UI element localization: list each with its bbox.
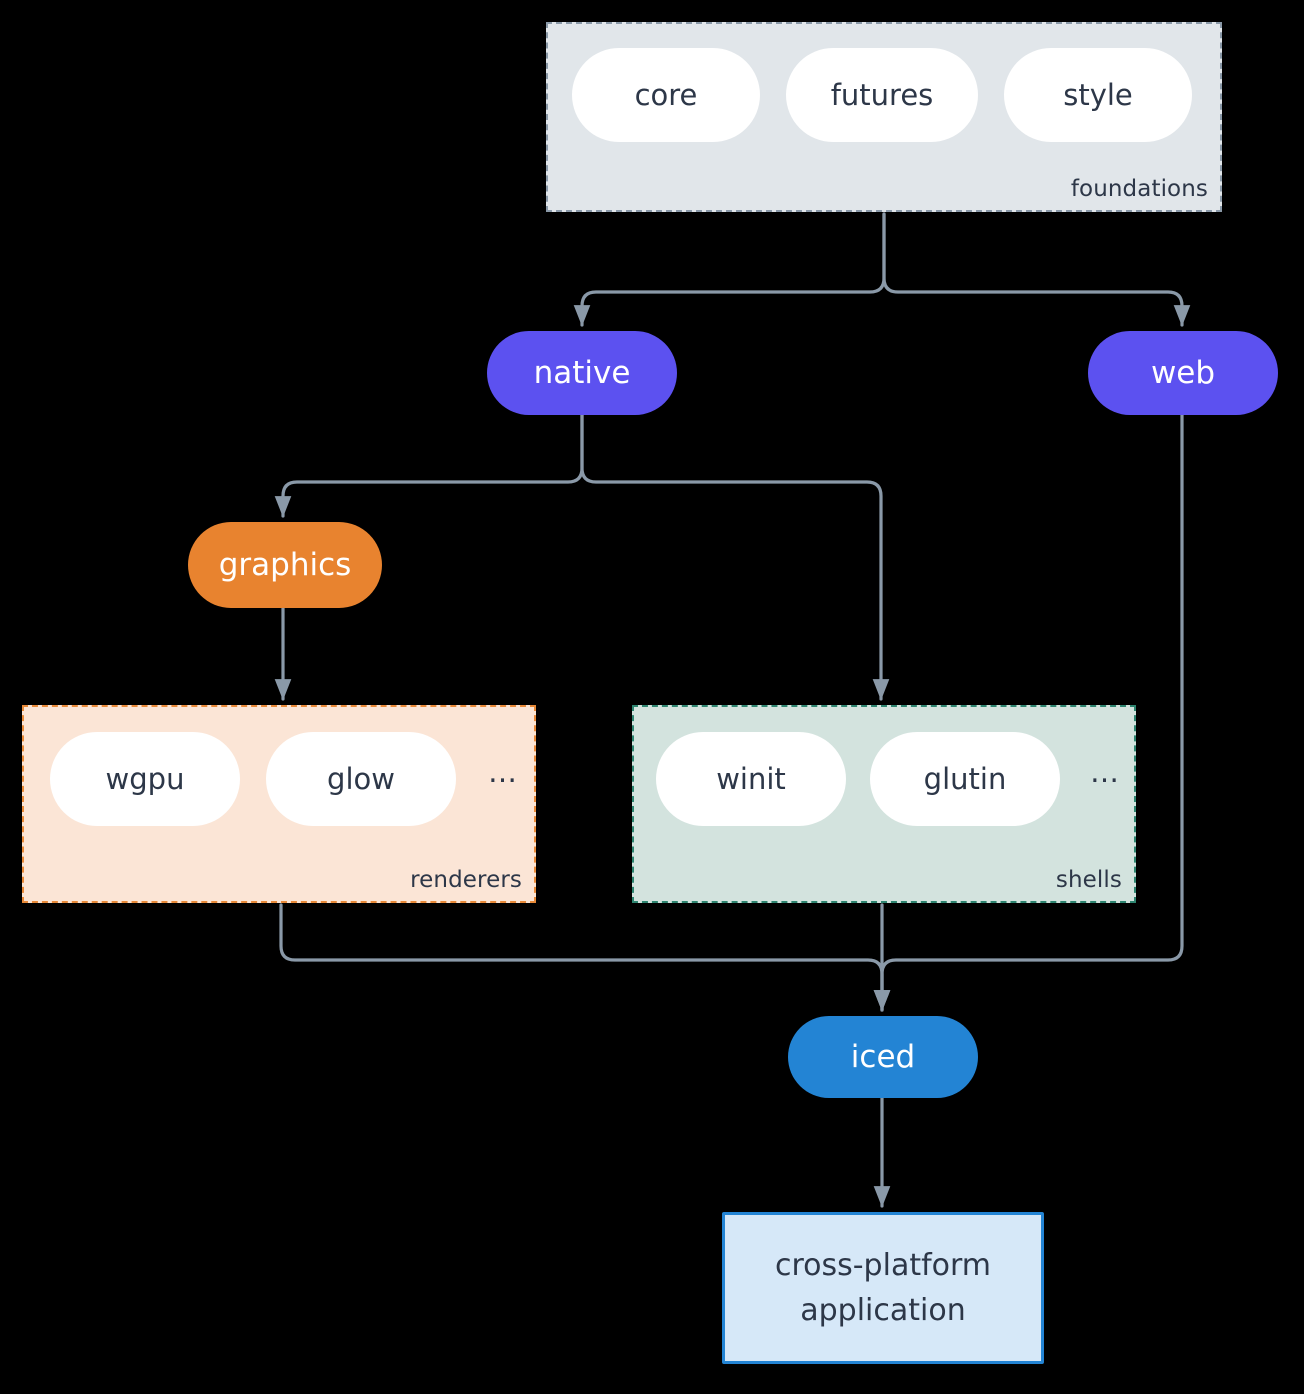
node-iced[interactable]: iced (788, 1016, 978, 1098)
renderers-more-ellipsis: … (488, 754, 517, 789)
node-web[interactable]: web (1088, 331, 1278, 415)
cluster-foundations-items: core futures style (572, 48, 1192, 142)
node-core[interactable]: core (572, 48, 760, 142)
node-style[interactable]: style (1004, 48, 1192, 142)
node-native[interactable]: native (487, 331, 677, 415)
cluster-shells-label: shells (1055, 867, 1122, 893)
node-graphics[interactable]: graphics (188, 522, 382, 608)
cluster-renderers-label: renderers (410, 867, 522, 893)
node-winit[interactable]: winit (656, 732, 846, 826)
application-label-line1: cross-platform (774, 1248, 992, 1283)
node-glow[interactable]: glow (266, 732, 456, 826)
node-futures[interactable]: futures (786, 48, 978, 142)
cluster-foundations: core futures style foundations (546, 22, 1222, 212)
shells-more-ellipsis: … (1090, 754, 1119, 789)
application-label-line2: application (800, 1293, 966, 1328)
node-wgpu[interactable]: wgpu (50, 732, 240, 826)
cluster-shells-items: winit glutin … (656, 732, 1119, 826)
cluster-renderers: wgpu glow … renderers (22, 705, 536, 903)
edge-native-graphics (274, 413, 584, 518)
edge-native-shells (580, 413, 890, 701)
node-glutin[interactable]: glutin (870, 732, 1060, 826)
cluster-foundations-label: foundations (1070, 176, 1208, 202)
edge-foundations-web (882, 212, 1191, 327)
node-cross-platform-application[interactable]: cross-platform application (722, 1212, 1044, 1364)
cluster-shells: winit glutin … shells (632, 705, 1136, 903)
cluster-renderers-items: wgpu glow … (50, 732, 517, 826)
edge-foundations-native (573, 212, 886, 327)
edge-renderers-iced (279, 903, 891, 1012)
